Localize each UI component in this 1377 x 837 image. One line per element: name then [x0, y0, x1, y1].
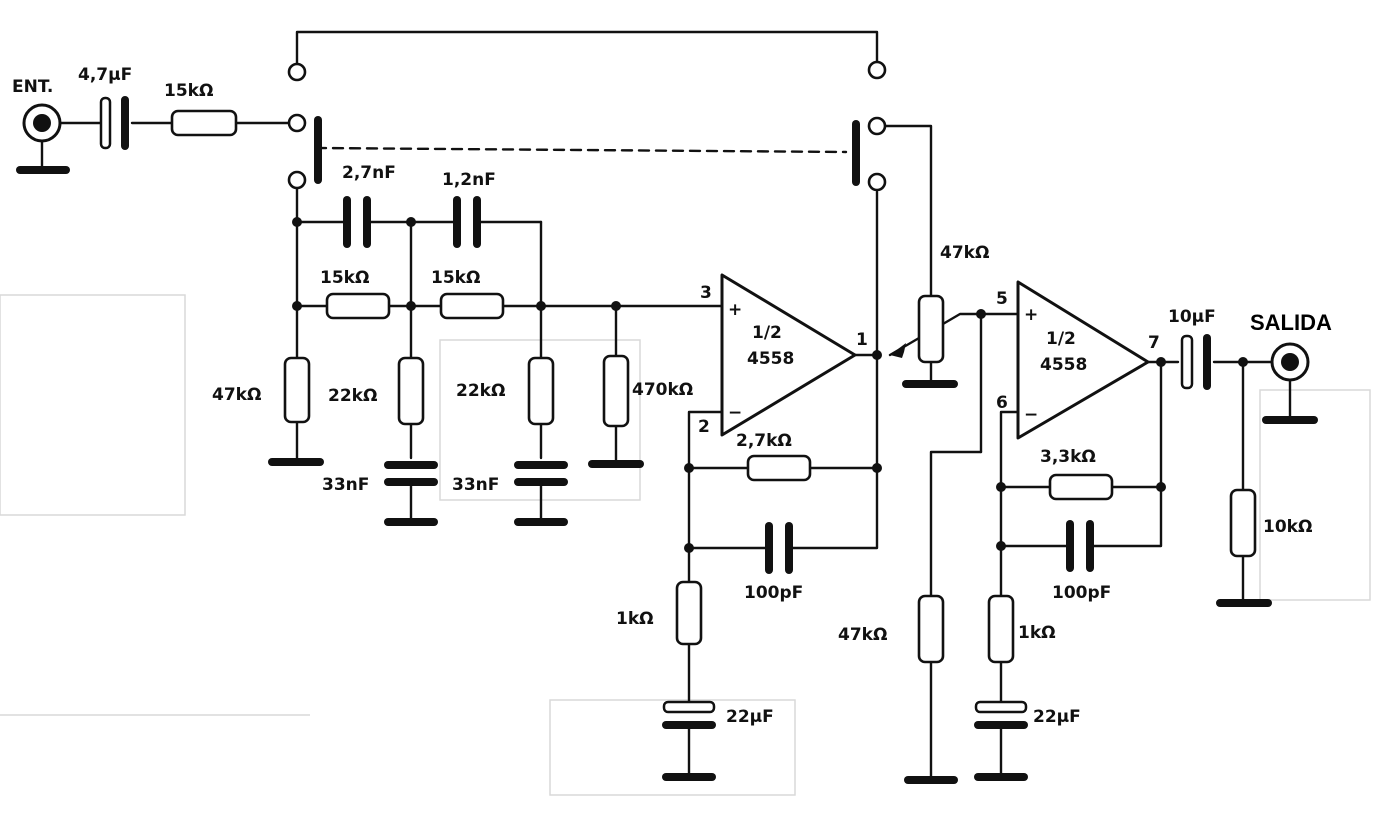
opamp-2-pin-out: 7	[1148, 333, 1160, 353]
capacitor-c4	[514, 461, 568, 526]
wiring	[40, 30, 1292, 780]
output-label: SALIDA	[1250, 310, 1332, 335]
capacitor-cf1-label: 100pF	[744, 583, 803, 603]
resistor-output-label: 10kΩ	[1263, 517, 1312, 537]
opamp-2-pin-plus: 5	[996, 289, 1008, 309]
capacitor-c2-label: 1,2nF	[442, 170, 496, 190]
capacitor-output-label: 10µF	[1168, 307, 1216, 327]
capacitor-cf2	[1066, 520, 1094, 572]
capacitor-input-label: 4,7µF	[78, 65, 132, 85]
opamp-1: + − 1/2 4558 3 2 1	[698, 273, 868, 437]
switch-left	[287, 62, 322, 190]
junctions	[292, 217, 1248, 553]
opamp-1-pin-minus: 2	[698, 417, 710, 437]
opamp-2-half: 1/2	[1046, 329, 1076, 349]
resistor-r1-label: 15kΩ	[320, 268, 369, 288]
capacitor-c1-label: 2,7nF	[342, 163, 396, 183]
resistor-r4-label: 22kΩ	[328, 386, 377, 406]
resistor-r6	[588, 354, 644, 468]
capacitor-output	[1180, 334, 1211, 390]
resistor-r3	[268, 356, 324, 466]
resistor-rf2	[1048, 473, 1114, 501]
opamp-1-minus: −	[728, 403, 742, 423]
resistor-r5-label: 22kΩ	[456, 381, 505, 401]
opamp-1-pin-out: 1	[856, 330, 868, 350]
capacitor-c3-label: 33nF	[322, 475, 369, 495]
opamp-2-minus: −	[1024, 405, 1038, 425]
opamp-1-plus: +	[728, 300, 742, 320]
input-label: ENT.	[12, 77, 53, 97]
capacitor-c1	[343, 196, 371, 248]
resistor-rg2-label: 1kΩ	[1018, 623, 1056, 643]
capacitor-cg1-label: 22µF	[726, 707, 774, 727]
resistor-r4	[397, 356, 425, 426]
resistor-input	[170, 109, 238, 137]
resistor-r2-label: 15kΩ	[431, 268, 480, 288]
opamp-1-part: 4558	[747, 349, 794, 369]
resistor-rf1	[746, 454, 812, 482]
capacitor-input	[99, 96, 129, 150]
resistor-rg1-label: 1kΩ	[616, 609, 654, 629]
capacitor-cg2	[974, 700, 1028, 781]
input-jack	[16, 103, 70, 174]
opamp-1-half: 1/2	[752, 323, 782, 343]
output-jack	[1262, 342, 1318, 424]
capacitor-c3	[384, 461, 438, 526]
resistor-rb2	[904, 594, 958, 784]
resistor-r6-label: 470kΩ	[632, 380, 693, 400]
resistor-rg2	[987, 594, 1015, 664]
resistor-rb2-label: 47kΩ	[838, 625, 887, 645]
capacitor-c4-label: 33nF	[452, 475, 499, 495]
resistor-rg1	[675, 580, 703, 646]
resistor-r2	[439, 292, 505, 320]
resistor-r5	[527, 356, 555, 426]
opamp-2-plus: +	[1024, 305, 1038, 325]
resistor-r3-label: 47kΩ	[212, 385, 261, 405]
resistor-input-label: 15kΩ	[164, 81, 213, 101]
capacitor-cf2-label: 100pF	[1052, 583, 1111, 603]
capacitor-cg1	[662, 700, 716, 781]
capacitor-cf1	[765, 522, 793, 574]
capacitor-c2	[453, 196, 481, 248]
potentiometer	[890, 294, 958, 388]
opamp-1-pin-plus: 3	[700, 283, 712, 303]
opamp-2-part: 4558	[1040, 355, 1087, 375]
opamp-2: + − 1/2 4558 5 6 7	[996, 280, 1160, 440]
potentiometer-label: 47kΩ	[940, 243, 989, 263]
resistor-r1	[325, 292, 391, 320]
resistor-rf2-label: 3,3kΩ	[1040, 447, 1096, 467]
opamp-2-pin-minus: 6	[996, 393, 1008, 413]
switch-right	[852, 60, 887, 192]
capacitor-cg2-label: 22µF	[1033, 707, 1081, 727]
resistor-rf1-label: 2,7kΩ	[736, 431, 792, 451]
resistor-output	[1216, 488, 1272, 607]
